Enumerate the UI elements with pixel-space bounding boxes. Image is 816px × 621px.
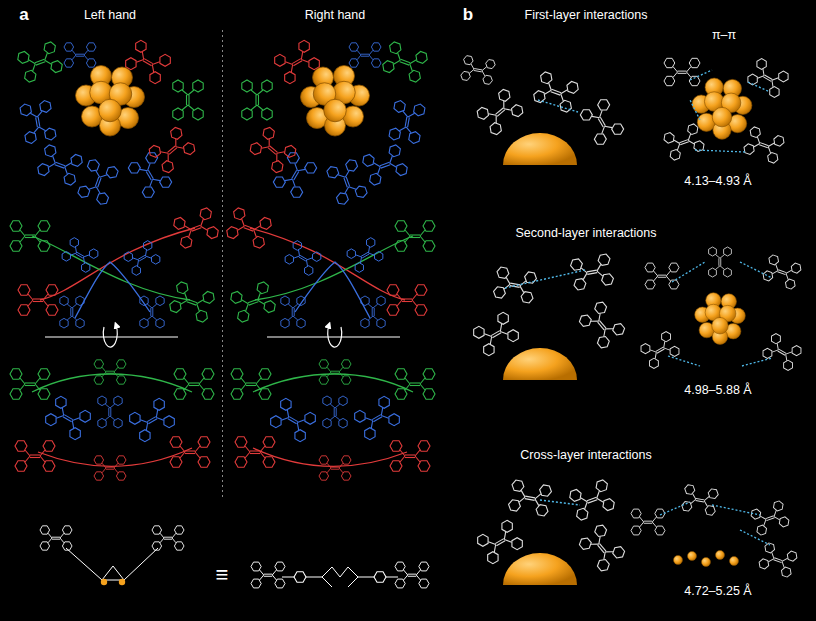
interaction-type: π–π bbox=[712, 28, 736, 43]
first-layer-drawing bbox=[460, 55, 790, 165]
mirror-line bbox=[222, 30, 223, 500]
row-heading: Second-layer interactions bbox=[515, 226, 656, 241]
left-hand-structure bbox=[10, 39, 220, 585]
second-layer-drawing bbox=[471, 247, 803, 380]
right-hand-structure bbox=[225, 39, 435, 585]
panel-letter: a bbox=[19, 5, 28, 25]
panel-letter: b bbox=[463, 5, 473, 25]
distance-range: 4.13–4.93 Å bbox=[684, 174, 751, 189]
distance-range: 4.98–5.88 Å bbox=[684, 383, 751, 398]
cross-layer-drawing bbox=[475, 479, 798, 585]
panel-heading: Left hand bbox=[84, 8, 136, 23]
panel-heading: Right hand bbox=[305, 8, 365, 23]
row-heading: Cross-layer interactions bbox=[520, 448, 651, 463]
equivalence-sign: ≡ bbox=[216, 562, 229, 588]
skeletal-formula bbox=[251, 562, 429, 588]
row-heading: First-layer interactions bbox=[525, 8, 648, 23]
distance-range: 4.72–5.25 Å bbox=[684, 584, 751, 599]
